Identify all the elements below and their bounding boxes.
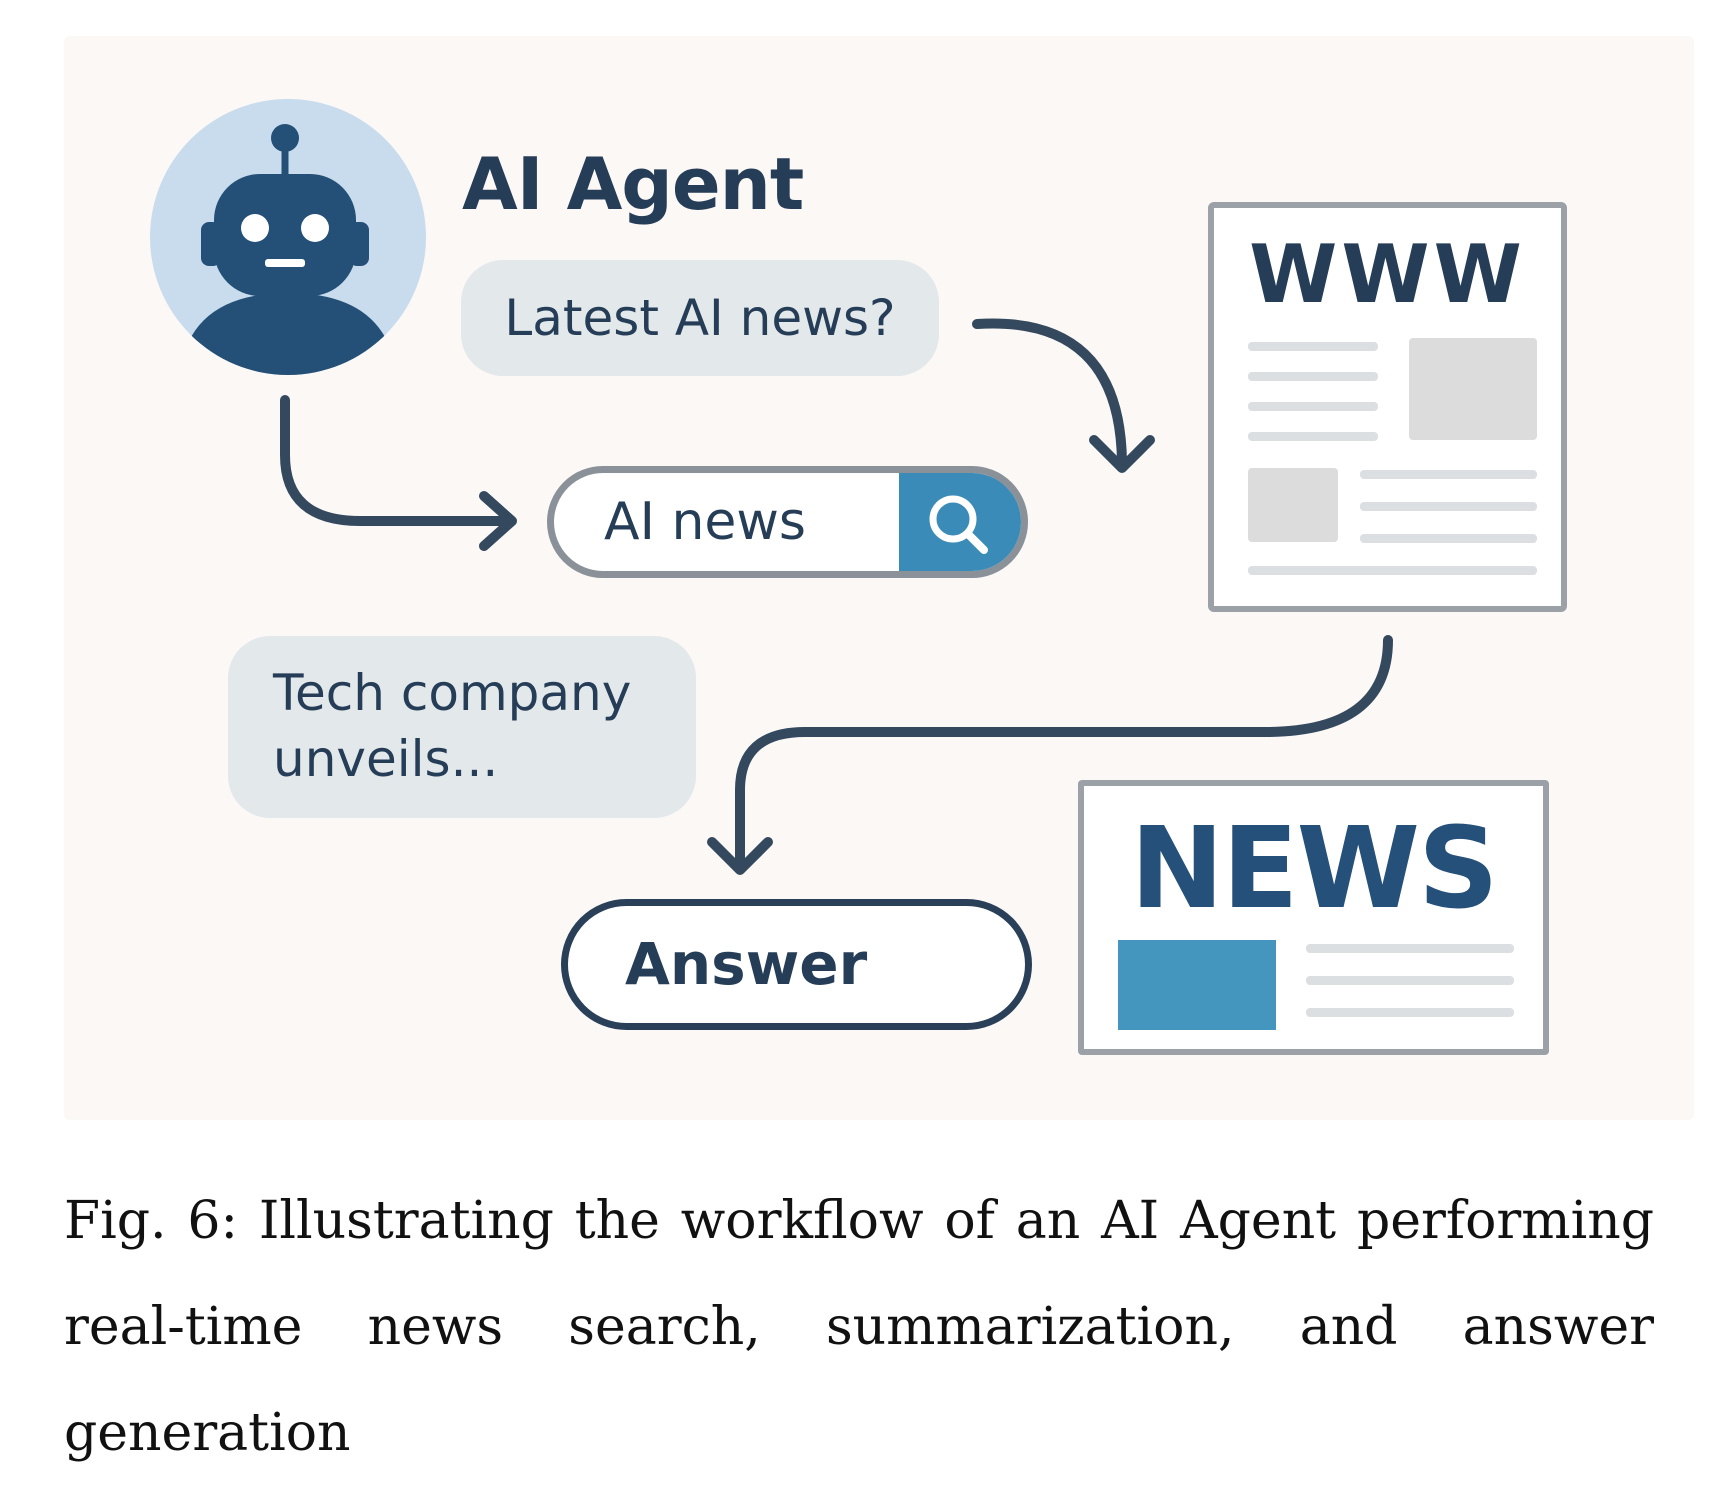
web-text-line <box>1248 432 1378 441</box>
arrow-agent-to-search-head <box>479 491 517 551</box>
arrow-agent-to-search <box>280 395 515 526</box>
figure-caption: Fig. 6: Illustrating the workflow of an … <box>64 1168 1654 1486</box>
robot-icon <box>150 99 426 375</box>
news-image-block <box>1118 940 1276 1030</box>
web-image-block <box>1409 338 1537 440</box>
newspaper-icon: NEWS <box>1078 780 1549 1055</box>
web-text-line <box>1248 372 1378 381</box>
search-input[interactable]: AI news <box>604 492 807 552</box>
arrow-web-to-answer <box>735 635 1393 865</box>
summary-bubble: Tech company unveils... <box>228 636 696 818</box>
website-label: WWW <box>1249 228 1526 321</box>
news-label: NEWS <box>1130 804 1498 934</box>
web-text-line <box>1360 470 1537 479</box>
news-text-line <box>1306 944 1514 953</box>
search-button[interactable] <box>899 473 1021 571</box>
arrow-web-to-answer-head <box>707 837 773 875</box>
arrow-query-to-web <box>972 318 1127 467</box>
summary-line-2: unveils... <box>273 730 499 788</box>
web-image-block <box>1248 468 1338 542</box>
magnifier-icon <box>929 495 988 554</box>
arrow-query-to-web-head <box>1089 435 1155 473</box>
webpage-icon: WWW <box>1208 202 1567 612</box>
summary-line-1: Tech company <box>273 664 632 722</box>
web-text-line <box>1360 534 1537 543</box>
agent-title: AI Agent <box>462 142 804 226</box>
web-text-line <box>1248 402 1378 411</box>
web-text-line <box>1360 502 1537 511</box>
web-text-line <box>1248 566 1537 575</box>
news-text-line <box>1306 976 1514 985</box>
news-text-line <box>1306 1008 1514 1017</box>
search-bar[interactable]: AI news <box>547 466 1028 578</box>
caption-line-1: Fig. 6: Illustrating the workflow of an … <box>64 1191 1654 1251</box>
query-bubble: Latest AI news? <box>461 260 939 376</box>
answer-pill: Answer <box>561 899 1032 1030</box>
caption-line-2: real-time news search, summarization, an… <box>64 1297 1654 1463</box>
flow-arrows <box>280 318 1393 875</box>
web-text-line <box>1248 342 1378 351</box>
